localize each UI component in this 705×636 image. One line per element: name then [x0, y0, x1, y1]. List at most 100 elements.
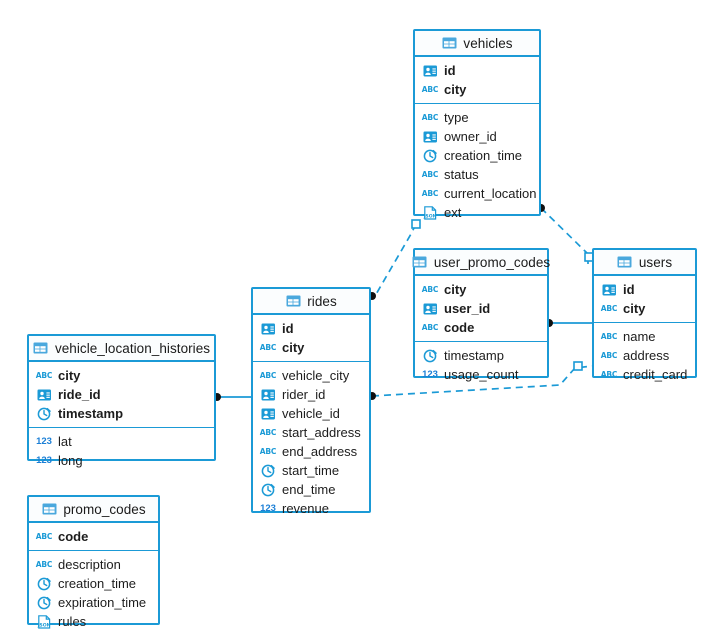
table-grid-icon [33, 341, 49, 355]
id-badge-icon [36, 388, 52, 402]
clock-icon [260, 483, 276, 497]
entity-title: vehicles [463, 35, 513, 51]
field-name: end_address [282, 444, 358, 459]
entity-header-vehicle_location_histories[interactable]: vehicle_location_histories [29, 336, 214, 362]
abc-string-icon: ABC [600, 350, 618, 360]
field-name: end_time [282, 482, 336, 497]
entity-header-promo_codes[interactable]: promo_codes [29, 497, 158, 523]
field-name: long [58, 453, 83, 468]
primary-key-field-id[interactable]: id [253, 319, 369, 338]
column-field-owner_id[interactable]: owner_id [415, 127, 539, 146]
field-name: user_id [444, 301, 491, 316]
field-name: owner_id [444, 129, 497, 144]
relationship-user-promo-codes-to-users[interactable] [545, 319, 592, 327]
primary-key-field-id[interactable]: id [415, 61, 539, 80]
field-name: start_address [282, 425, 361, 440]
abc-string-icon: ABC [600, 303, 618, 313]
column-field-creation_time[interactable]: creation_time [415, 146, 539, 165]
column-field-current_location[interactable]: ABC current_location [415, 184, 539, 203]
field-name: creation_time [444, 148, 523, 163]
123-number-icon: 123 [422, 368, 438, 380]
column-field-long[interactable]: 123 long [29, 451, 214, 470]
column-field-lat[interactable]: 123 lat [29, 432, 214, 451]
primary-key-field-timestamp[interactable]: timestamp [29, 404, 214, 423]
field-name: name [623, 329, 656, 344]
primary-key-field-ride_id[interactable]: ride_id [29, 385, 214, 404]
123-number-icon: 123 [36, 454, 52, 466]
field-name: city [58, 368, 81, 383]
abc-string-icon: ABC [421, 188, 439, 198]
primary-key-field-id[interactable]: id [594, 280, 695, 299]
abc-string-icon: ABC [421, 84, 439, 94]
field-name: current_location [444, 186, 537, 201]
id-badge-icon [260, 407, 276, 421]
abc-string-icon: ABC [421, 322, 439, 332]
field-name: city [444, 282, 467, 297]
field-name: start_time [282, 463, 340, 478]
svg-text:JSON: JSON [423, 213, 437, 219]
abc-string-icon: ABC [259, 427, 277, 437]
clock-icon [422, 349, 438, 363]
entity-header-users[interactable]: users [594, 250, 695, 276]
column-field-vehicle_id[interactable]: vehicle_id [253, 404, 369, 423]
clock-icon [36, 577, 52, 591]
abc-string-icon: ABC [421, 112, 439, 122]
relationship-vehicle-location-histories-to-rides[interactable] [213, 393, 251, 401]
column-field-expiration_time[interactable]: expiration_time [29, 593, 158, 612]
abc-string-icon: ABC [421, 284, 439, 294]
entity-header-vehicles[interactable]: vehicles [415, 31, 539, 57]
field-name: creation_time [58, 576, 137, 591]
entity-title: users [638, 254, 673, 270]
123-number-icon: 123 [36, 435, 52, 447]
columns-group: 123 lat 123 long [29, 428, 214, 474]
entity-header-user_promo_codes[interactable]: user_promo_codes [412, 250, 551, 276]
primary-key-field-user_id[interactable]: user_id [415, 299, 547, 318]
table-grid-icon [41, 502, 57, 516]
column-field-creation_time[interactable]: creation_time [29, 574, 158, 593]
column-field-timestamp[interactable]: timestamp [415, 346, 547, 365]
field-name: lat [58, 434, 72, 449]
field-name: vehicle_id [282, 406, 340, 421]
field-name: credit_card [623, 367, 688, 382]
entity-header-rides[interactable]: rides [253, 289, 369, 315]
relationship-target-square-marker [573, 361, 583, 371]
column-field-start_time[interactable]: start_time [253, 461, 369, 480]
field-name: timestamp [58, 406, 124, 421]
field-name: city [282, 340, 305, 355]
field-name: rider_id [282, 387, 326, 402]
column-field-rider_id[interactable]: rider_id [253, 385, 369, 404]
entity-title: user_promo_codes [433, 254, 551, 270]
clock-icon [422, 149, 438, 163]
column-field-start_address[interactable]: ABC start_address [253, 423, 369, 442]
field-name: description [58, 557, 121, 572]
primary-key-field-city[interactable]: ABC city [415, 280, 547, 299]
column-field-end_time[interactable]: end_time [253, 480, 369, 499]
